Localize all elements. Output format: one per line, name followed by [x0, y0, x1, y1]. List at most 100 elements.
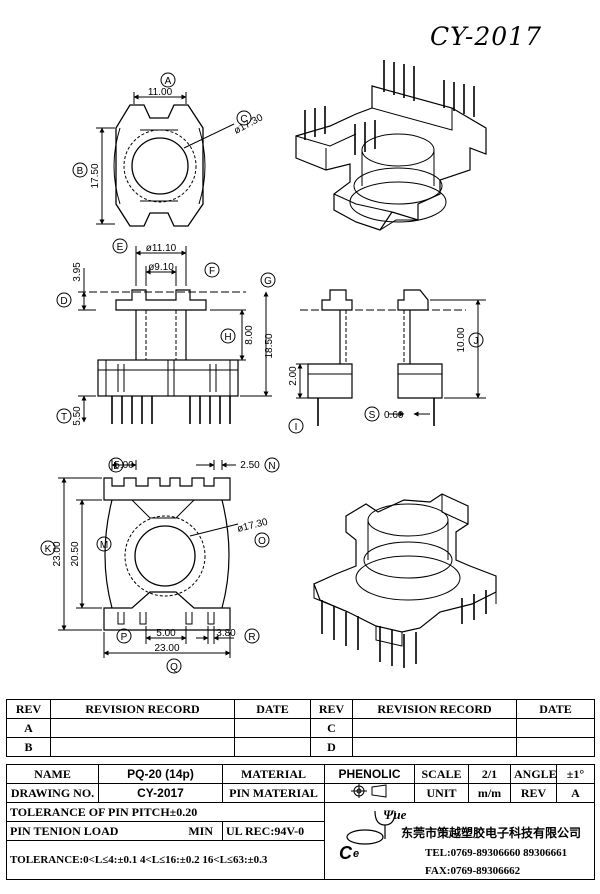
callout-a: A — [160, 72, 176, 88]
material-label: MATERIAL — [222, 764, 325, 784]
dim-n-value: 2.50 — [240, 460, 260, 471]
rev-c: C — [310, 718, 353, 738]
callout-s: S — [364, 406, 380, 422]
drawing-title: CY-2017 — [430, 22, 542, 51]
callout-c: C — [236, 110, 252, 126]
svg-text:F: F — [209, 266, 215, 277]
svg-text:C: C — [339, 843, 353, 861]
svg-text:T: T — [61, 412, 67, 423]
callout-p: P — [116, 628, 132, 644]
projection-symbol — [324, 783, 415, 803]
revision-header-row: REV REVISION RECORD DATE REV REVISION RE… — [6, 699, 595, 719]
general-tolerance: TOLERANCE:0<L≤4:±0.1 4<L≤16:±0.2 16<L≤63… — [6, 840, 325, 880]
drawing-no-value: CY-2017 — [98, 783, 223, 803]
revision-table: REV REVISION RECORD DATE REV REVISION RE… — [6, 699, 595, 757]
top-view — [96, 92, 235, 227]
callout-o: O — [254, 532, 270, 548]
company-name: 东莞市策越塑胶电子科技有限公司 — [401, 826, 582, 840]
callout-d: D — [56, 292, 72, 308]
svg-text:e: e — [353, 848, 359, 860]
dim-m-value: 20.50 — [70, 541, 81, 566]
dim-g-value: 18.50 — [264, 333, 275, 358]
company-cell: C e Ψue 东莞市策越塑胶电子科技有限公司 TEL:0769-8930666… — [324, 802, 595, 880]
svg-text:M: M — [100, 540, 108, 551]
rev-a: A — [6, 718, 51, 738]
dim-s-value: 0.60 — [384, 410, 404, 421]
name-value: PQ-20 (14p) — [98, 764, 223, 784]
dim-f-value: ø9.10 — [148, 262, 174, 273]
pin-material-label: PIN MATERIAL — [222, 783, 325, 803]
logo-text: Ψue — [383, 807, 407, 822]
callout-q: Q — [166, 658, 182, 674]
svg-text:K: K — [45, 544, 52, 555]
svg-text:J: J — [474, 336, 479, 347]
front-pins — [111, 396, 231, 424]
callout-t: T — [56, 408, 72, 424]
isometric-view-top — [295, 85, 487, 231]
dim-o-value: ø17.30 — [236, 517, 269, 535]
svg-text:N: N — [268, 461, 275, 472]
side-view — [296, 289, 486, 417]
drawing-no-label: DRAWING NO. — [6, 783, 99, 803]
date-header: DATE — [234, 699, 311, 719]
title-block: NAME PQ-20 (14p) MATERIAL PHENOLIC SCALE… — [6, 764, 595, 880]
name-label: NAME — [6, 764, 99, 784]
dim-q-value: 23.00 — [154, 643, 179, 654]
unit-label: UNIT — [414, 783, 469, 803]
svg-text:I: I — [295, 422, 298, 433]
callout-f: F — [204, 262, 220, 278]
projection-symbol-icon — [350, 784, 386, 798]
company-fax: FAX:0769-89306662 — [425, 865, 521, 877]
scale-label: SCALE — [414, 764, 469, 784]
callout-e: E — [112, 238, 128, 254]
dim-e-value: ø11.10 — [146, 243, 177, 254]
revision-record-header: REVISION RECORD — [50, 699, 235, 719]
dim-p-value: 5.00 — [156, 628, 176, 639]
callout-g: G — [260, 272, 276, 288]
revision-record-header-right: REVISION RECORD — [352, 699, 517, 719]
callout-i: I — [288, 418, 304, 434]
rev-b: B — [6, 737, 51, 757]
svg-text:Q: Q — [170, 662, 178, 673]
angle-label: ANGLE — [510, 764, 557, 784]
callout-k: K — [40, 540, 56, 556]
side-pins — [317, 398, 435, 426]
isometric-pins-bottom — [321, 590, 487, 668]
pin-load-min: MIN — [188, 824, 213, 838]
svg-text:R: R — [248, 632, 255, 643]
ul-rec: UL REC:94V-0 — [222, 821, 325, 841]
callout-j: J — [468, 332, 484, 348]
dim-b-value: 17.50 — [90, 163, 101, 188]
svg-text:E: E — [117, 242, 124, 253]
callout-l: L — [108, 457, 124, 473]
dim-i-value: 2.00 — [288, 366, 299, 386]
dim-t-value: 5.50 — [72, 406, 83, 426]
material-value: PHENOLIC — [324, 764, 415, 784]
dim-k-value: 23.00 — [52, 541, 63, 566]
callout-b: B — [72, 162, 88, 178]
dim-h-value: 8.00 — [244, 325, 255, 345]
technical-drawing: 11.00 17.50 ø17.30 ø11.10 ø9.10 3.95 8.0… — [40, 60, 497, 674]
svg-text:L: L — [113, 461, 119, 472]
svg-text:P: P — [121, 632, 128, 643]
revision-row: A C — [6, 718, 595, 738]
svg-text:D: D — [60, 296, 67, 307]
unit-value: m/m — [468, 783, 511, 803]
dim-r-value: 3.80 — [216, 628, 236, 639]
company-tel: TEL:0769-89306660 89306661 — [425, 847, 568, 859]
tolerance-pitch: TOLERANCE OF PIN PITCH±0.20 — [6, 802, 325, 822]
isometric-view-bottom — [313, 493, 497, 647]
rev-d: D — [310, 737, 353, 757]
rev-header: REV — [6, 699, 51, 719]
callout-n: N — [264, 457, 280, 473]
scale-value: 2/1 — [468, 764, 511, 784]
callout-r: R — [244, 628, 260, 644]
svg-text:H: H — [224, 332, 231, 343]
date-header-right: DATE — [516, 699, 595, 719]
rev-label: REV — [510, 783, 557, 803]
dim-a-value: 11.00 — [148, 87, 173, 98]
pin-load-label: PIN TENION LOAD MIN — [6, 821, 223, 841]
bottom-view — [58, 460, 239, 658]
svg-text:B: B — [77, 166, 84, 177]
